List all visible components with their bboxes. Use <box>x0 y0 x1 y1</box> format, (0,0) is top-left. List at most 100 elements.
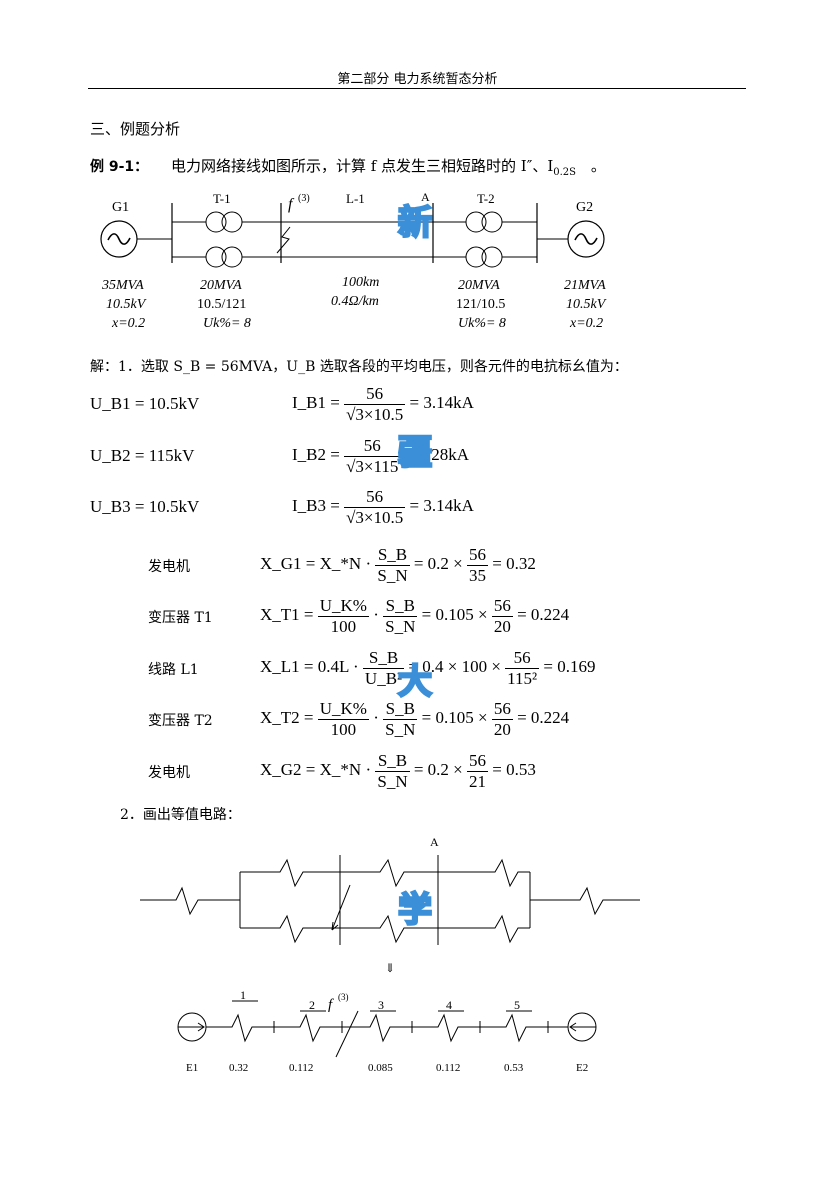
x-t2-f2d: 20 <box>493 719 511 739</box>
transformer-t1-icon <box>205 211 243 268</box>
base-i3-num: 56 <box>344 487 406 508</box>
base-i2: I_B2 = 56√3×115 = 0.28kA <box>292 436 469 476</box>
x-t1-f1d: S_N <box>385 616 416 636</box>
elem-number-5: 5 <box>514 998 520 1012</box>
elem-number-4: 4 <box>446 998 452 1012</box>
base-u1: U_B1 = 10.5kV <box>90 394 200 413</box>
x-t2-f2n: 56 <box>491 699 513 720</box>
fault-arrow-icon <box>276 226 291 254</box>
node-a-label: A <box>421 190 430 204</box>
example-text: 电力网络接线如图所示，计算 f 点发生三相短路时的 I″、I <box>170 157 554 175</box>
eq-top-branch-icon <box>240 858 530 888</box>
x-t1-f2d: 20 <box>493 616 511 636</box>
source-e2-icon <box>567 1012 597 1042</box>
x-g2-label: 发电机 <box>148 765 190 781</box>
t1-uk: Uk%= 8 <box>203 316 251 331</box>
value-4: 0.112 <box>436 1062 460 1074</box>
eq-fault-arrow-icon <box>331 884 351 931</box>
base-i2-lhs: I_B2 = <box>292 444 340 464</box>
section-title-text: 三、例题分析 <box>90 120 181 138</box>
base-i3: I_B3 = 56√3×10.5 = 3.14kA <box>292 487 474 527</box>
base-i1: I_B1 = 56√3×10.5 = 3.14kA <box>292 384 474 424</box>
base-i2-res: = 0.28kA <box>404 444 470 464</box>
x-l1-lhs: X_L1 = 0.4L · <box>260 656 359 676</box>
base-i3-lhs: I_B3 = <box>292 495 340 515</box>
g2-label: G2 <box>576 200 593 215</box>
t1-label: T-1 <box>213 191 231 206</box>
x-l1-mid: = 0.4 × 100 × <box>408 656 501 676</box>
line-impedance: 0.4Ω/km <box>331 294 379 309</box>
g2-x: x=0.2 <box>569 316 603 331</box>
base-i1-lhs: I_B1 = <box>292 392 340 412</box>
e1-label: E1 <box>186 1062 198 1074</box>
x-t2-lhs: X_T2 = <box>260 707 314 727</box>
series-fault-arrow-icon <box>335 1010 359 1058</box>
x-t1-mid: = 0.105 × <box>421 604 488 624</box>
t1-ratio: 10.5/121 <box>197 297 246 312</box>
line-length: 100km <box>342 275 379 290</box>
x-t2-mid: = 0.105 × <box>421 707 488 727</box>
x-l1-f2n: 56 <box>505 648 540 669</box>
x-g2-mid: = 0.2 × <box>413 759 463 779</box>
system-diagram: G1 T-1 f (3) L-1 A T-2 G2 <box>100 190 607 331</box>
base-i3-res: = 3.14kA <box>409 495 474 515</box>
value-2: 0.112 <box>289 1062 313 1074</box>
elem-number-2: 2 <box>309 998 315 1012</box>
elem-number-1: 1 <box>240 988 246 1002</box>
x-t2-f0n: U_K% <box>317 699 369 720</box>
x-t1-f1n: S_B <box>383 596 418 617</box>
watermark-char-2: 疆 <box>397 432 434 475</box>
base-i2-num: 56 <box>344 436 401 457</box>
watermark-char-1: 新 <box>397 202 434 245</box>
x-t2-label: 变压器 T2 <box>148 713 213 729</box>
base-i1-res: = 3.14kA <box>409 392 474 412</box>
x-g1-f1n: S_B <box>375 545 410 566</box>
t2-rating: 20MVA <box>458 278 500 293</box>
watermark-char-3: 大 <box>397 661 434 704</box>
page-header: 第二部分 电力系统暂态分析 <box>337 72 498 87</box>
x-g1-mid: = 0.2 × <box>413 553 463 573</box>
example-statement: 例 9-1： 电力网络接线如图所示，计算 f 点发生三相短路时的 I″、I0.2… <box>90 155 606 178</box>
g2-rating: 21MVA <box>564 278 606 293</box>
eq-bottom-branch-icon <box>240 914 530 944</box>
generator-g1-icon <box>100 220 138 258</box>
x-g1-lhs: X_G1 = X_*N · <box>260 553 372 573</box>
value-1: 0.32 <box>229 1062 248 1074</box>
x-l1-res: = 0.169 <box>543 656 596 676</box>
header-rule <box>88 88 746 89</box>
value-3: 0.085 <box>368 1062 393 1074</box>
example-sub: 0.2S <box>553 167 577 178</box>
example-label: 例 9-1： <box>90 159 149 175</box>
x-l1-label: 线路 L1 <box>148 662 199 678</box>
x-t2-f1n: S_B <box>383 699 418 720</box>
x-g1-res: = 0.32 <box>492 553 536 573</box>
x-g2-f2n: 56 <box>467 751 489 772</box>
line-label: L-1 <box>346 191 365 206</box>
x-g1-label: 发电机 <box>148 559 190 575</box>
e2-label: E2 <box>576 1062 588 1074</box>
generator-g2-icon <box>567 220 605 258</box>
value-5: 0.53 <box>504 1062 524 1074</box>
x-l1-f1n: S_B <box>362 648 405 669</box>
reduction-arrow: ⇓ <box>385 961 395 975</box>
base-u3: U_B3 = 10.5kV <box>90 497 200 516</box>
base-i1-den: √3×10.5 <box>346 404 404 424</box>
source-e1-icon <box>177 1012 207 1042</box>
x-g2-res: = 0.53 <box>492 759 536 779</box>
x-t1-lhs: X_T1 = <box>260 604 314 624</box>
fault-label: f <box>288 196 295 213</box>
transformer-t2-icon <box>465 211 503 268</box>
x-g2-f2d: 21 <box>469 771 487 791</box>
x-l1-f2d: 115² <box>507 668 538 688</box>
x-g1-f2d: 35 <box>469 565 487 585</box>
t2-ratio: 121/10.5 <box>456 297 505 312</box>
elem-number-3: 3 <box>378 998 384 1012</box>
x-g2-f1n: S_B <box>375 751 410 772</box>
series-circuit: 1 2 3 4 5 f (3) E1 0.32 0.112 0.085 0.11… <box>177 988 597 1074</box>
t2-label: T-2 <box>477 191 495 206</box>
solution-intro: 解：1．选取 S_B = 56MVA，U_B 选取各段的平均电压，则各元件的电抗… <box>90 359 628 375</box>
x-t2-res: = 0.224 <box>517 707 570 727</box>
